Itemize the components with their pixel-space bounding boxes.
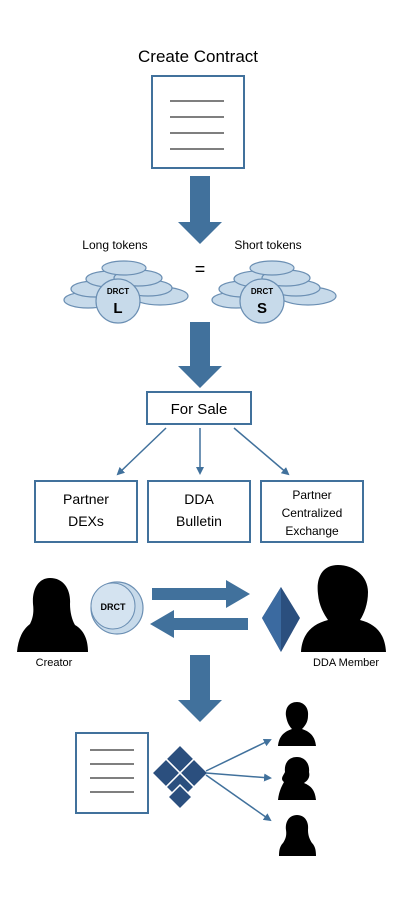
short-coin-letter: S (257, 300, 267, 317)
venue-bulletin-line-1: DDA (184, 491, 214, 507)
long-tokens-label: Long tokens (82, 238, 147, 252)
for-sale-box (146, 391, 252, 425)
venue-exchange-line-3: Exchange (285, 524, 339, 538)
short-tokens-label: Short tokens (234, 238, 301, 252)
for-sale-label: For Sale (171, 401, 228, 418)
flow-arrow-down-1 (178, 176, 222, 244)
settled-contract-document-icon (75, 732, 149, 814)
venue-exchange-line-2: Centralized (282, 506, 343, 520)
arrow-to-dexs (116, 427, 167, 476)
creator-label: Creator (36, 657, 73, 669)
venue-box-dexs (34, 480, 138, 543)
ether-icon (262, 587, 300, 652)
long-token-stack-icon (63, 260, 189, 324)
venue-dexs-line-2: DEXs (68, 513, 104, 529)
venue-box-bulletin (147, 480, 251, 543)
arrow-to-exchange (233, 427, 290, 476)
flow-arrow-down-2 (178, 322, 222, 388)
long-coin-letter: L (113, 300, 122, 317)
short-token-stack-icon (211, 260, 337, 324)
payout-arrow-1 (205, 739, 272, 772)
exchange-arrow-right (152, 580, 250, 608)
recipient-silhouette-icon (279, 815, 316, 856)
payout-arrow-3 (205, 774, 272, 822)
drct-coin-icon (90, 581, 144, 635)
creator-silhouette-icon (17, 578, 88, 652)
page-title: Create Contract (138, 47, 258, 66)
short-coin-brand: DRCT (251, 287, 273, 296)
recipient-silhouette-icon (278, 757, 316, 800)
venue-bulletin-line-2: Bulletin (176, 513, 222, 529)
exchange-arrow-left (150, 610, 248, 638)
venue-exchange-line-1: Partner (292, 488, 331, 502)
ether-cluster-icon (150, 743, 210, 811)
venue-box-exchange (260, 480, 364, 543)
long-coin-brand: DRCT (107, 287, 129, 296)
dda-member-label: DDA Member (313, 657, 379, 669)
contract-document-icon (151, 75, 245, 169)
drct-coin-label: DRCT (101, 602, 126, 612)
dda-member-silhouette-icon (301, 565, 386, 652)
payout-arrow-2 (205, 772, 272, 782)
venue-dexs-line-1: Partner (63, 491, 109, 507)
equals-sign: = (195, 259, 206, 279)
flow-arrow-down-3 (178, 655, 222, 722)
recipient-silhouette-icon (278, 702, 316, 746)
